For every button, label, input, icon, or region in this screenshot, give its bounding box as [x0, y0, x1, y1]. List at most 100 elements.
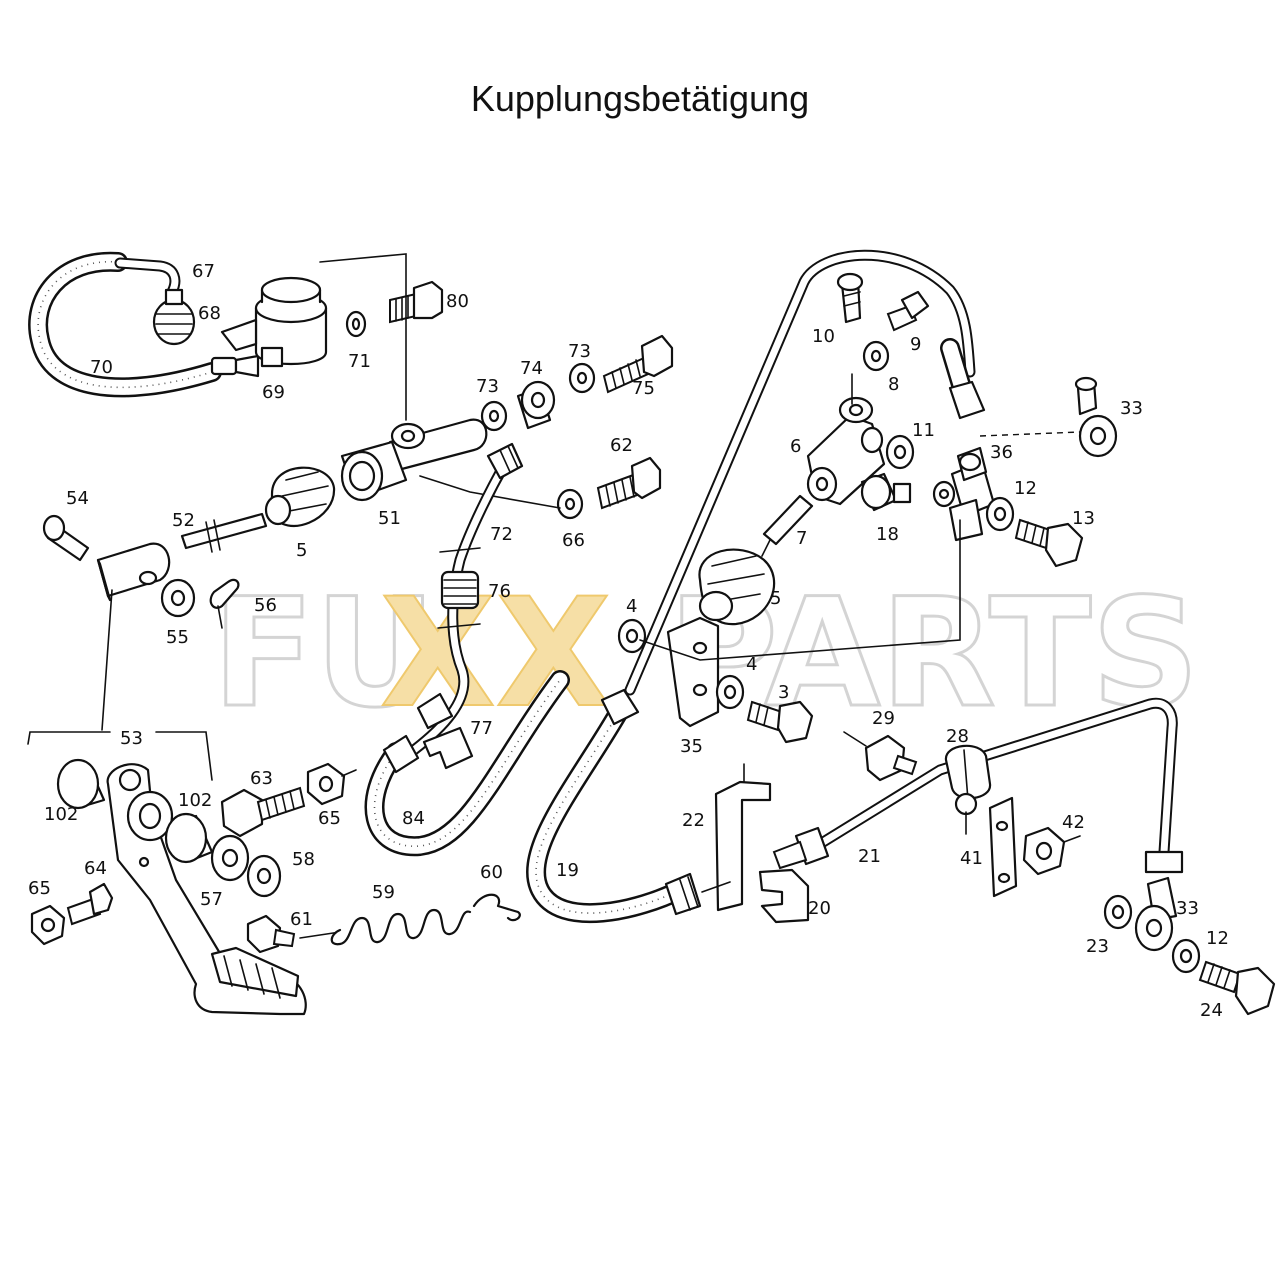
- label-72: 72: [490, 524, 513, 545]
- label-75: 75: [632, 378, 655, 399]
- hose-sleeve-76: [440, 570, 480, 610]
- bolt-62: [596, 456, 662, 510]
- label-59: 59: [372, 882, 395, 903]
- hook-60: [472, 893, 521, 922]
- union-nut-72: [486, 442, 524, 480]
- label-71: 71: [348, 351, 371, 372]
- hose-clamp-68: [152, 288, 196, 346]
- banjo-33-upper: [1074, 376, 1118, 458]
- bolt-24: [1198, 960, 1276, 1016]
- label-61: 61: [290, 909, 313, 930]
- label-51: 51: [378, 508, 401, 529]
- label-33-lower: 33: [1176, 898, 1199, 919]
- washer-8: [862, 340, 890, 372]
- union-nut-19-upper: [600, 688, 640, 726]
- label-22: 22: [682, 810, 705, 831]
- label-55: 55: [166, 627, 189, 648]
- bolt-80: [389, 280, 444, 324]
- bleed-nipple-10: [836, 272, 864, 324]
- plug-18: [860, 472, 912, 512]
- label-69: 69: [262, 382, 285, 403]
- label-52: 52: [172, 510, 195, 531]
- push-rod-52: [180, 512, 268, 553]
- leader-65: [341, 769, 357, 777]
- label-28: 28: [946, 726, 969, 747]
- label-73-left: 73: [476, 376, 499, 397]
- hose-elbow-67: [114, 257, 181, 298]
- nut-63-head: [220, 788, 264, 838]
- bolt-64: [66, 882, 114, 926]
- leader-19-22: [701, 881, 731, 893]
- label-57: 57: [200, 889, 223, 910]
- label-5-right: 5: [770, 588, 781, 609]
- label-29: 29: [872, 708, 895, 729]
- label-70: 70: [90, 357, 113, 378]
- bolt-9: [886, 290, 930, 332]
- label-42: 42: [1062, 812, 1085, 833]
- push-rod-7: [761, 494, 814, 557]
- label-77: 77: [470, 718, 493, 739]
- bushing-102-left: [56, 758, 106, 810]
- leader-62-66: [419, 475, 561, 509]
- label-102-left: 102: [44, 804, 78, 825]
- washer-58: [246, 854, 282, 898]
- bolt-13: [1014, 518, 1084, 568]
- pipe-21: [814, 697, 1178, 858]
- master-cylinder-51: [340, 418, 488, 502]
- tee-fitting-36: [948, 446, 996, 542]
- label-10: 10: [812, 326, 835, 347]
- washer-73-right: [568, 362, 596, 394]
- hose-nipple-69: [210, 354, 260, 378]
- dashed-leader-33: [979, 431, 1081, 437]
- label-36: 36: [990, 442, 1013, 463]
- spring-59: [299, 908, 472, 946]
- label-12-lower: 12: [1206, 928, 1229, 949]
- clutch-pedal-53: [106, 763, 307, 1016]
- label-3: 3: [778, 682, 789, 703]
- label-5-left: 5: [296, 540, 307, 561]
- label-21: 21: [858, 846, 881, 867]
- label-24: 24: [1200, 1000, 1223, 1021]
- hose-19: [526, 700, 690, 924]
- label-4-left: 4: [626, 596, 637, 617]
- label-19: 19: [556, 860, 579, 881]
- washer-57: [210, 834, 250, 882]
- label-65-right: 65: [318, 808, 341, 829]
- label-80: 80: [446, 291, 469, 312]
- break-marks-76: [437, 547, 481, 629]
- label-53: 53: [120, 728, 143, 749]
- nut-65-right: [306, 762, 346, 806]
- bolt-29: [864, 734, 918, 782]
- label-35: 35: [680, 736, 703, 757]
- label-9: 9: [910, 334, 921, 355]
- label-74: 74: [520, 358, 543, 379]
- washer-4-right: [715, 674, 745, 710]
- label-66: 66: [562, 530, 585, 551]
- label-23: 23: [1086, 936, 1109, 957]
- hose-84: [364, 670, 570, 857]
- label-64: 64: [84, 858, 107, 879]
- union-nut-21: [772, 826, 830, 870]
- bushing-102-right: [164, 812, 214, 864]
- banjo-74: [516, 380, 556, 430]
- label-60: 60: [480, 862, 503, 883]
- bolt-63: [256, 786, 306, 822]
- union-nut-84: [382, 734, 420, 774]
- clevis-fork-54: [96, 542, 171, 602]
- label-65-left: 65: [28, 878, 51, 899]
- bolt-61: [246, 914, 296, 954]
- slave-cylinder-6: [806, 396, 886, 506]
- leader-41-42: [965, 811, 1081, 843]
- label-76: 76: [488, 581, 511, 602]
- nut-65-left: [30, 904, 66, 946]
- label-58: 58: [292, 849, 315, 870]
- label-73-right: 73: [568, 341, 591, 362]
- washer-18: [932, 480, 956, 508]
- leader-53: [101, 589, 113, 731]
- leader-80: [319, 253, 407, 421]
- hose-fitting-top-right: [940, 338, 986, 420]
- nut-42: [1022, 826, 1066, 876]
- label-6: 6: [790, 436, 801, 457]
- label-7: 7: [796, 528, 807, 549]
- union-nut-84-upper: [416, 692, 454, 730]
